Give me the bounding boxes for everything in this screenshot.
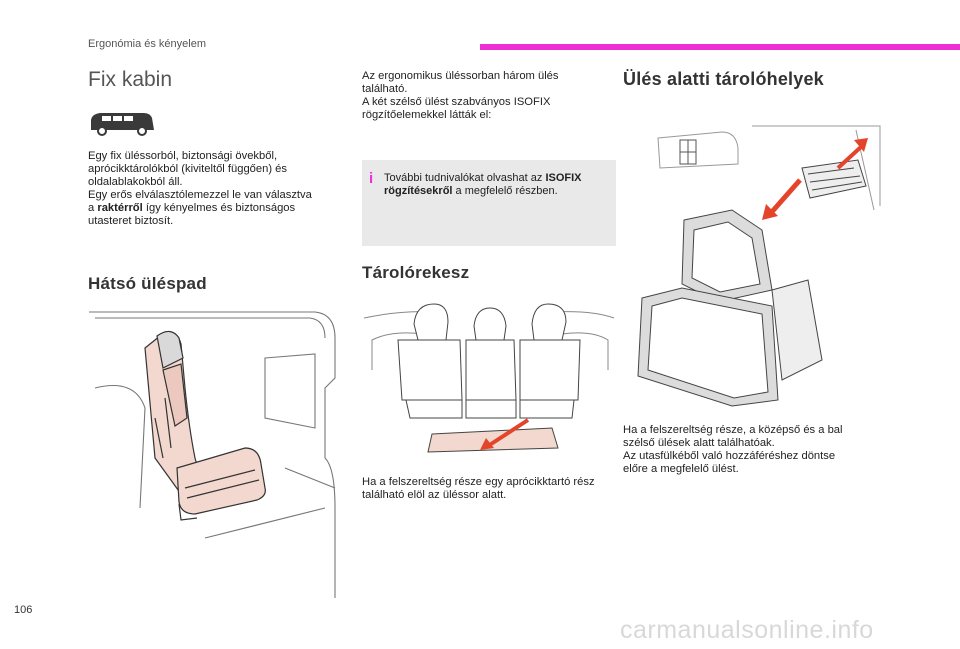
col1-line: Egy erős elválasztólemezzel le van válas…	[88, 189, 312, 201]
col2-caption-line: Ha a felszereltség része egy aprócikktar…	[362, 476, 595, 488]
col1-line: aprócikktárolókból (kiviteltől függően) …	[88, 163, 287, 175]
info-box	[362, 160, 616, 246]
info-icon: i	[369, 170, 374, 187]
under-seat-illustration	[637, 125, 881, 407]
col2-intro-line: A két szélső ülést szabványos ISOFIX	[362, 96, 551, 108]
col1-line: a raktérről így kényelmes és biztonságos	[88, 202, 296, 214]
col3-caption-line: Az utasfülkéből való hozzáféréshez dönts…	[623, 450, 836, 462]
page-number: 106	[14, 604, 33, 616]
page-title: Fix kabin	[88, 68, 173, 91]
col2-intro-line: található.	[362, 83, 408, 95]
rear-bench-illustration	[89, 311, 336, 598]
heading-under-seat: Ülés alatti tárolóhelyek	[623, 69, 824, 89]
heading-rear-bench: Hátsó üléspad	[88, 274, 207, 293]
section-label: Ergonómia és kényelem	[88, 38, 207, 50]
col3-caption: Ha a felszereltség része, a középső és a…	[623, 424, 885, 476]
col2-caption: Ha a felszereltség része egy aprócikktar…	[362, 476, 618, 502]
col2-intro-line: rögzítőelemekkel látták el:	[362, 109, 492, 121]
col1-line: oldalablakokból áll.	[88, 176, 183, 188]
watermark: carmanualsonline.info	[620, 616, 874, 644]
col1-line: Egy fix üléssorból, biztonsági övekből,	[88, 150, 278, 162]
col2-intro: Az ergonomikus üléssorban három ülés tal…	[362, 70, 612, 122]
heading-storage: Tárolórekesz	[362, 263, 470, 282]
isofix-term: ISOFIX	[545, 172, 582, 184]
van-icon	[91, 113, 154, 136]
col3-caption-line: előre a megfelelő ülést.	[623, 463, 739, 475]
raktér-term: raktérről	[97, 202, 143, 214]
isofix-ref: rögzítésekről	[384, 185, 453, 197]
col2-intro-line: Az ergonomikus üléssorban három ülés	[362, 70, 559, 82]
col2-caption-line: található elöl az üléssor alatt.	[362, 489, 507, 501]
col1-paragraph: Egy fix üléssorból, biztonsági övekből, …	[88, 150, 348, 228]
col3-caption-line: szélső ülések alatt találhatóak.	[623, 437, 775, 449]
col3-caption-line: Ha a felszereltség része, a középső és a…	[623, 424, 843, 436]
col1-line: utasteret biztosít.	[88, 215, 174, 227]
accent-bar	[480, 44, 960, 50]
storage-tray-illustration	[363, 303, 615, 453]
